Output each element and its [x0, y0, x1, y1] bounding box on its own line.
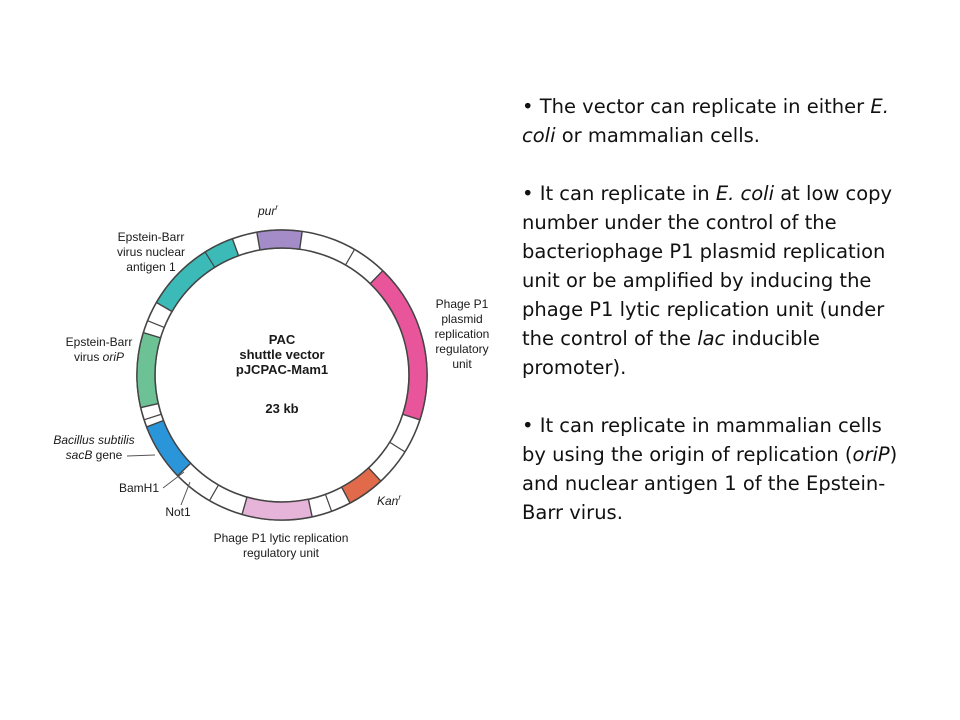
plasmid-map-diagram: PAC shuttle vector pJCPAC-Mam1 23 kb pur… [53, 203, 490, 560]
kan-segment [340, 466, 382, 504]
plasmid-unit-label-line-5: unit [452, 357, 472, 371]
bullet-2-text-b: E. coli [715, 182, 775, 205]
pur-label-text: pur [257, 204, 276, 218]
sacb-label-line-2: sacB gene [66, 448, 123, 462]
vector-title-line-2: shuttle vector [239, 347, 324, 362]
ebna1-segment [155, 237, 240, 313]
pur-label-sup: r [275, 203, 278, 212]
bullet-1-text-b: E. coli [522, 95, 889, 147]
bamh1-leader-line [162, 471, 185, 489]
bullet-list: • The vector can replicate in either E. … [522, 92, 910, 556]
bullet-item-1: • The vector can replicate in either E. … [522, 92, 910, 150]
sacb-label-suffix: gene [92, 448, 122, 462]
vector-size: 23 kb [265, 401, 298, 416]
ebna1-label-line-1: Epstein-Barr [118, 230, 185, 244]
plasmid-unit-label-line-1: Phage P1 [436, 297, 489, 311]
sacb-leader-line [126, 454, 156, 457]
bullet-marker: • [522, 95, 540, 118]
plasmid-unit-label-line-3: replication [435, 327, 490, 341]
orip-segment [136, 331, 162, 409]
orip-label-line-1: Epstein-Barr [66, 335, 133, 349]
lytic-label-line-1: Phage P1 lytic replication [214, 531, 349, 545]
sacb-label-line-1: Bacillus subtilis [53, 433, 134, 447]
bullet-marker: • [522, 182, 540, 205]
sacb-label-italic: sacB [66, 448, 93, 462]
ring-divider [324, 494, 333, 512]
plasmid-unit-segment [369, 269, 428, 421]
lytic-segment [241, 496, 313, 521]
bullet-2-text-c: at low copy number under the control of … [522, 182, 893, 350]
plasmid-unit-label-line-4: regulatory [435, 342, 488, 356]
lytic-label-line-2: regulatory unit [243, 546, 320, 560]
ring-divider [208, 484, 220, 501]
not1-leader-line [180, 481, 191, 506]
bullet-2-text-e: inducible promoter). [522, 327, 820, 379]
kan-label-sup: r [398, 493, 401, 502]
orip-label-italic: oriP [103, 350, 124, 364]
ring-divider [143, 413, 162, 421]
bullet-3-text-a: It can replicate in mammalian cells by u… [522, 414, 882, 466]
ring-divider [344, 249, 356, 266]
bullet-2-text-a: It can replicate in [539, 182, 716, 205]
orip-label-prefix: virus [74, 350, 103, 364]
bullet-2-text-d: lac [697, 327, 726, 350]
pur-segment [256, 229, 303, 251]
ebna1-label-line-2: virus nuclear [117, 245, 185, 259]
kan-label-text: Kan [377, 494, 399, 508]
ring-divider [389, 441, 406, 453]
ring-divider [204, 251, 216, 268]
kan-label: Kanr [377, 493, 401, 508]
orip-label-line-2: virus oriP [74, 350, 124, 364]
plasmid-unit-label-line-2: plasmid [441, 312, 482, 326]
vector-title-line-3: pJCPAC-Mam1 [236, 362, 328, 377]
bullet-item-2: • It can replicate in E. coli at low cop… [522, 179, 910, 382]
bullet-item-3: • It can replicate in mammalian cells by… [522, 411, 910, 527]
vector-title-line-1: PAC [269, 332, 296, 347]
ring-divider [147, 320, 165, 328]
sacb-segment [145, 419, 192, 477]
bullet-marker: • [522, 414, 540, 437]
bamh1-label: BamH1 [119, 481, 159, 495]
bullet-3-text-c: ) and nuclear antigen 1 of the Epstein-B… [522, 443, 898, 524]
bullet-3-text-b: oriP [852, 443, 890, 466]
not1-label: Not1 [165, 505, 191, 519]
bullet-1-text-a: The vector can replicate in either [539, 95, 871, 118]
ebna1-label-line-3: antigen 1 [126, 260, 176, 274]
pur-label: purr [257, 203, 278, 218]
bullet-1-text-c: or mammalian cells. [555, 124, 760, 147]
